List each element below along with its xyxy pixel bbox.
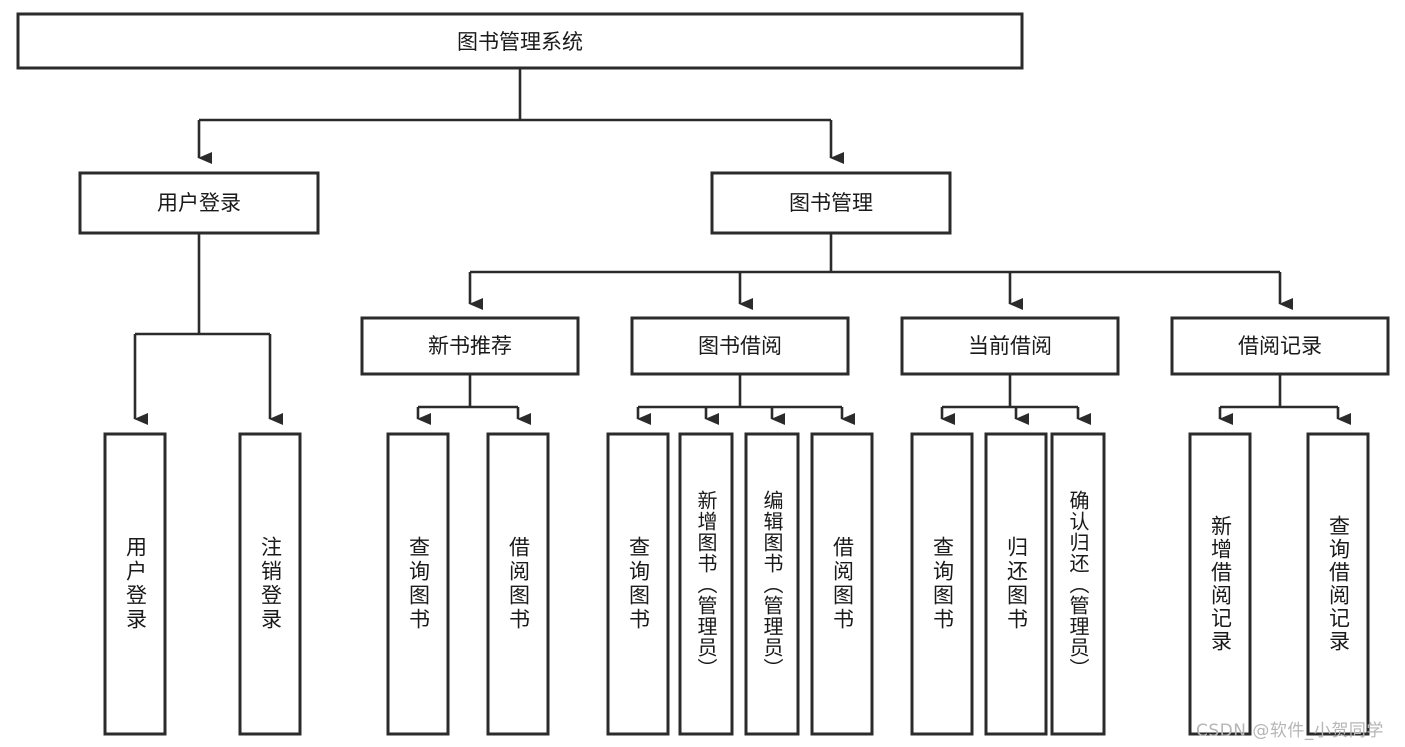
leaf-box-logout[interactable] <box>238 432 302 736</box>
leaf-boxes <box>103 432 1370 736</box>
leaf-box-borrow-book-1[interactable] <box>486 432 550 736</box>
node-new-book-recommend-label: 新书推荐 <box>428 334 512 358</box>
node-user-login[interactable]: 用户登录 <box>78 171 320 235</box>
node-root-label: 图书管理系统 <box>457 30 583 54</box>
leaf-box-query-book-1[interactable] <box>386 432 450 736</box>
csdn-watermark: CSDN @软件_小贺同学 <box>1196 721 1384 741</box>
connectors-current-borrow-branch <box>940 374 1091 425</box>
leaf-box-borrow-book-2[interactable] <box>810 432 874 736</box>
leaf-box-add-borrow-record[interactable] <box>1188 432 1252 736</box>
node-book-borrow-label: 图书借阅 <box>698 334 782 358</box>
connectors-new-book-branch <box>416 374 531 425</box>
node-user-login-label: 用户登录 <box>157 191 241 215</box>
node-root[interactable]: 图书管理系统 <box>16 12 1024 70</box>
node-book-management-label: 图书管理 <box>789 191 873 215</box>
leaf-box-user-login[interactable] <box>103 432 167 736</box>
leaf-box-edit-book-admin[interactable] <box>744 432 800 736</box>
node-book-management[interactable]: 图书管理 <box>710 171 952 235</box>
node-book-borrow[interactable]: 图书借阅 <box>630 316 850 376</box>
leaf-box-return-book[interactable] <box>984 432 1048 736</box>
node-borrow-record[interactable]: 借阅记录 <box>1170 316 1390 376</box>
node-borrow-record-label: 借阅记录 <box>1238 334 1322 358</box>
node-new-book-recommend[interactable]: 新书推荐 <box>360 316 580 376</box>
leaf-box-query-book-2[interactable] <box>606 432 670 736</box>
leaf-box-query-book-3[interactable] <box>910 432 974 736</box>
connectors-user-login-branch <box>133 233 283 425</box>
node-current-borrow[interactable]: 当前借阅 <box>900 316 1120 376</box>
leaf-box-confirm-return[interactable] <box>1050 432 1106 736</box>
connectors-borrow-record-branch <box>1218 374 1351 425</box>
connectors-book-mgmt-branch <box>468 233 1293 310</box>
node-current-borrow-label: 当前借阅 <box>968 334 1052 358</box>
connectors-root-to-level2 <box>197 68 844 164</box>
leaf-box-add-book-admin[interactable] <box>678 432 734 736</box>
connectors-borrow-branch <box>636 374 855 425</box>
leaf-box-query-borrow-record[interactable] <box>1306 432 1370 736</box>
